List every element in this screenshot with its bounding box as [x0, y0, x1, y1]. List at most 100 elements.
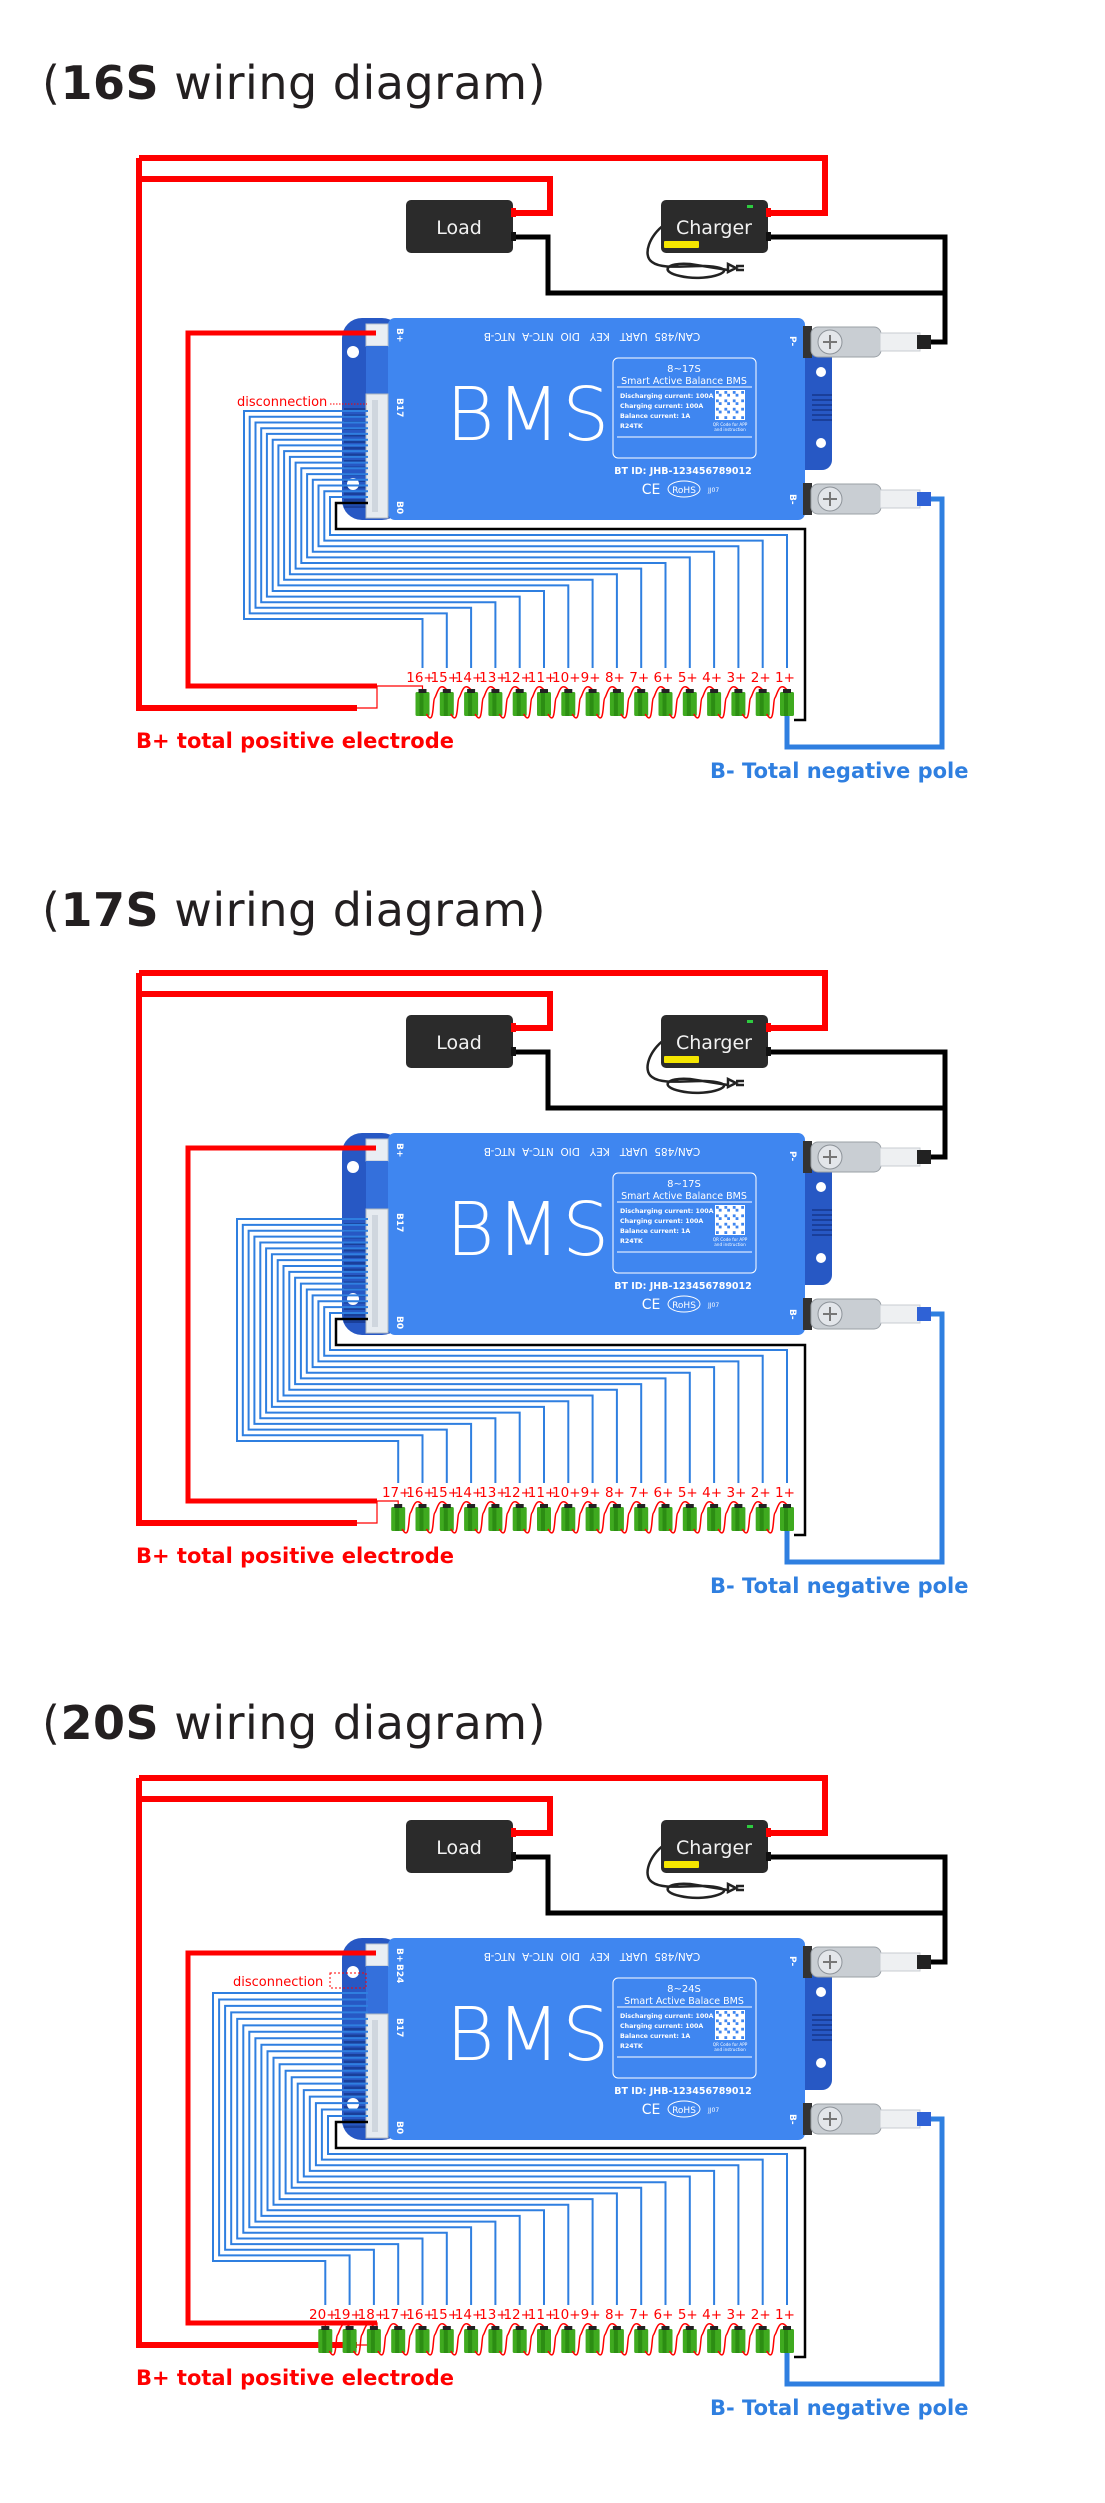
cell-label: 4+	[702, 670, 722, 686]
battery-cell	[658, 2326, 673, 2353]
battery-cell	[731, 2326, 746, 2353]
balance-wire	[236, 2017, 424, 2305]
battery-cell	[755, 2326, 770, 2353]
battery-cell	[755, 689, 770, 716]
balance-wire	[305, 1288, 691, 1483]
cell-interconnect	[523, 686, 545, 719]
balance-wire	[212, 1992, 368, 2305]
cell-interconnect	[741, 686, 764, 719]
pin-label-bplus: B+	[394, 1948, 404, 1962]
cell-interconnect	[352, 2323, 375, 2356]
balance-wire	[282, 1265, 594, 1483]
port-labels: CAN/485 UART KEY DIO NTC-A NTC-B	[484, 1950, 701, 1962]
cell-label: 16+	[406, 1485, 435, 1501]
charger-cord-icon	[646, 1038, 744, 1095]
bt-id: BT ID: JHB-123456789012	[614, 2086, 752, 2097]
cell-interconnect	[523, 1501, 545, 1534]
battery-cell	[634, 2326, 649, 2353]
balance-wire	[254, 2037, 497, 2305]
cell-label: 14+	[455, 2307, 484, 2323]
b0-wire	[334, 1317, 807, 1537]
qr-caption: QR Code for APP	[713, 422, 748, 427]
cell-label: 10+	[552, 1485, 581, 1501]
spec-line: Discharging current: 100A	[620, 2013, 714, 2020]
cell-label: 18+	[358, 2307, 387, 2323]
cell-interconnect	[425, 686, 448, 719]
charger-negative-wire	[513, 1854, 948, 1965]
cell-interconnect	[693, 2323, 715, 2356]
balance-wire	[253, 1235, 473, 1483]
pin-label-high: B17	[394, 398, 404, 417]
cell-label: 12+	[503, 670, 532, 686]
battery-cell	[731, 689, 746, 716]
load-positive-wire	[136, 973, 553, 1526]
rohs-badge	[667, 480, 701, 498]
pin-label-pminus: P-	[787, 1956, 797, 1966]
cell-label: 12+	[503, 1485, 532, 1501]
p-minus-terminal	[803, 1141, 931, 1173]
bms-body	[388, 1133, 805, 1335]
spec-line: Balance current: 1A	[620, 413, 690, 420]
title-rest: wiring diagram)	[159, 1696, 547, 1750]
cell-label: 2+	[751, 670, 771, 686]
cell-label: 10+	[552, 2307, 581, 2323]
cell-label: 5+	[678, 670, 698, 686]
bminus-total-label: B- Total negative pole	[710, 2396, 969, 2420]
b-minus-terminal	[803, 483, 931, 515]
balance-wire	[247, 1229, 448, 1483]
balance-wire	[329, 1312, 788, 1483]
cell-interconnect	[450, 686, 472, 719]
qr-caption: QR Code for APP	[713, 2042, 748, 2047]
battery-cell	[609, 689, 624, 716]
battery-cell	[707, 689, 722, 716]
battery-cell	[658, 1504, 673, 1531]
charger-device: Charger	[646, 1015, 771, 1095]
disconnection-label: disconnection	[237, 395, 327, 410]
rohs-mark: RoHS	[672, 1301, 696, 1311]
balance-wire	[284, 2069, 618, 2305]
balance-wire	[329, 496, 788, 668]
title-series: 20S	[60, 1696, 160, 1750]
pin-label-bminus: B-	[787, 1309, 797, 1320]
balance-wire	[266, 2050, 545, 2305]
balance-wire	[278, 2063, 594, 2305]
qr-code-icon	[715, 2010, 745, 2040]
spec-label-frame	[612, 1172, 757, 1274]
bms-name: BMS	[446, 372, 611, 458]
battery-cell	[464, 2326, 479, 2353]
title-rest: wiring diagram)	[159, 56, 547, 110]
balance-wire	[294, 461, 643, 668]
cell-interconnect	[401, 1501, 424, 1534]
battery-cell	[488, 2326, 503, 2353]
cell-label: 17+	[382, 1485, 411, 1501]
battery-positive-thin-wire	[357, 685, 424, 709]
bms-product: Smart Active Balance BMS	[621, 1191, 747, 1202]
rohs-mark: RoHS	[672, 486, 696, 496]
cell-interconnect	[571, 686, 594, 719]
load-device: Load	[406, 1015, 516, 1068]
qr-caption: and instruction	[714, 2047, 746, 2052]
mount-hole-icon	[347, 478, 359, 490]
balance-wire	[300, 467, 667, 668]
pin-label-b0: B0	[394, 501, 404, 514]
battery-cell	[366, 2326, 381, 2353]
cell-interconnect	[766, 2323, 788, 2356]
balance-wire	[323, 1306, 764, 1483]
cell-label: 2+	[751, 2307, 771, 2323]
load-device: Load	[406, 200, 516, 253]
title-series: 16S	[60, 56, 160, 110]
bms-code: JJ07	[707, 2107, 719, 2114]
cell-label: 5+	[678, 1485, 698, 1501]
cell-label: 9+	[581, 2307, 601, 2323]
balance-wire	[299, 1282, 667, 1483]
balance-wire	[317, 484, 740, 668]
balance-wire	[311, 478, 716, 668]
cell-interconnect	[620, 2323, 642, 2356]
cell-label: 1+	[775, 2307, 795, 2323]
cell-interconnect	[693, 1501, 715, 1534]
battery-cell	[464, 689, 479, 716]
pin-label-bplus: B+	[394, 328, 404, 342]
battery-cell	[755, 1504, 770, 1531]
cell-label: 6+	[654, 670, 674, 686]
